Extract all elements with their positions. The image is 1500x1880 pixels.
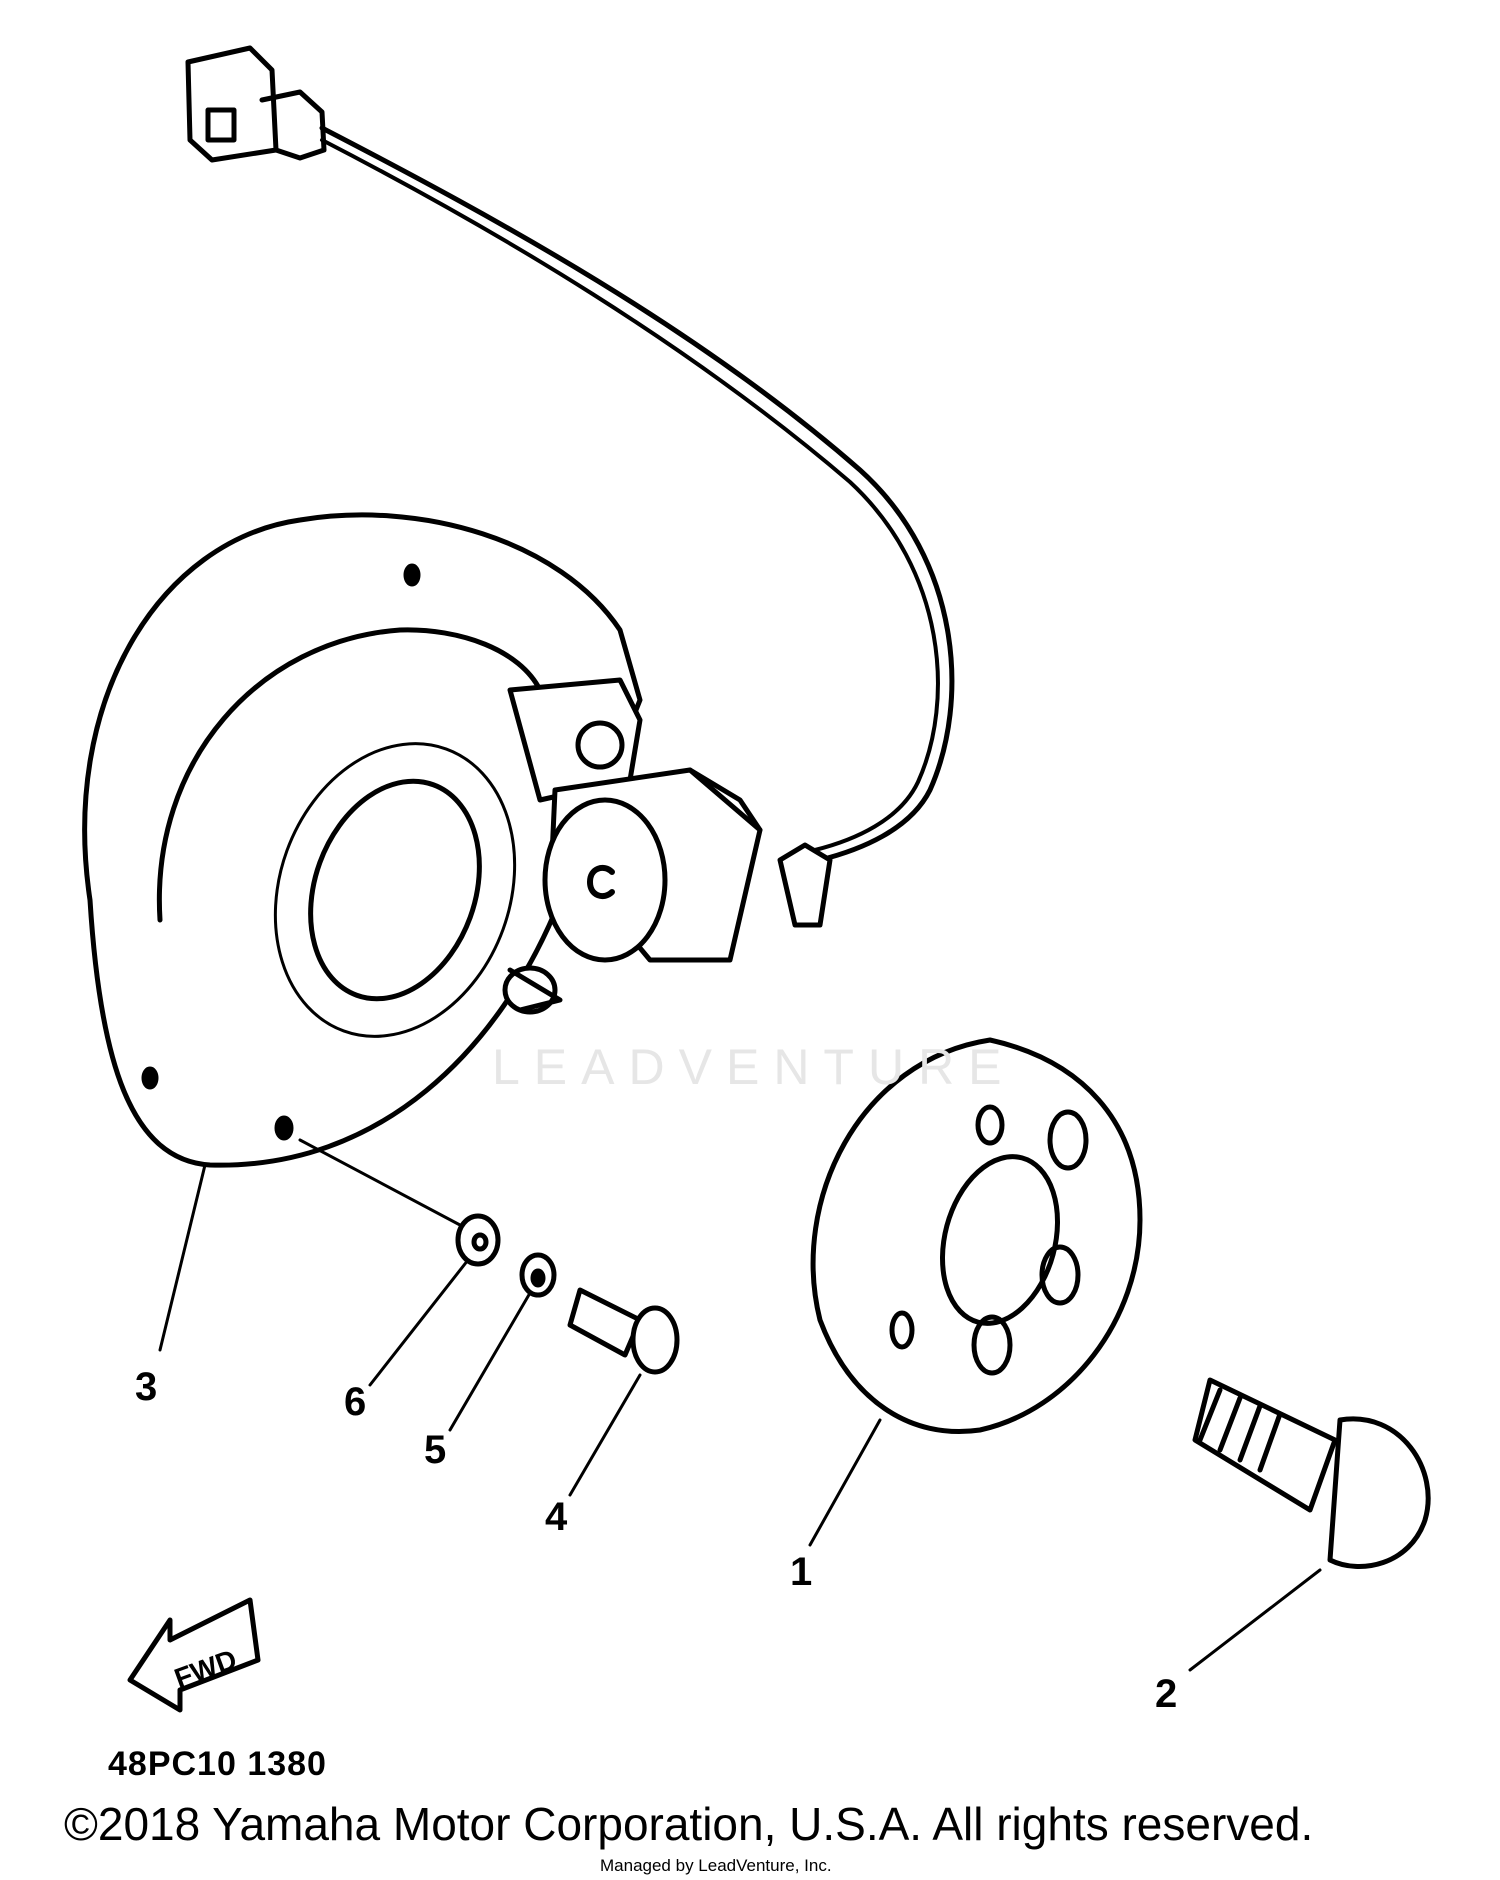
part-label-1: 1 (790, 1550, 813, 1594)
part-label-6: 6 (344, 1380, 367, 1424)
rotor-plate (810, 1037, 1143, 1434)
part-label-2: 2 (1155, 1672, 1178, 1716)
part-label-3: 3 (135, 1365, 158, 1409)
part-label-4: 4 (545, 1495, 568, 1539)
wire (319, 125, 955, 863)
diagram-code: 48PC10 1380 (108, 1745, 327, 1783)
watermark: LEADVENTURE (492, 1039, 1016, 1095)
forward-arrow-icon: FWD (127, 1597, 261, 1713)
leader-lines (158, 1138, 1322, 1672)
copyright-notice: ©2018 Yamaha Motor Corporation, U.S.A. A… (64, 1798, 1314, 1850)
connector (185, 45, 327, 163)
part-label-5: 5 (424, 1428, 447, 1472)
pickup-coil (502, 677, 833, 1015)
lock-washer (519, 1252, 557, 1298)
pickup-base-plate (82, 512, 643, 1168)
managed-by-notice: Managed by LeadVenture, Inc. (600, 1856, 832, 1875)
wire-inner-line (320, 138, 940, 852)
plain-washer (455, 1213, 501, 1267)
bolt-large (1192, 1377, 1431, 1569)
screw-small (567, 1287, 680, 1375)
